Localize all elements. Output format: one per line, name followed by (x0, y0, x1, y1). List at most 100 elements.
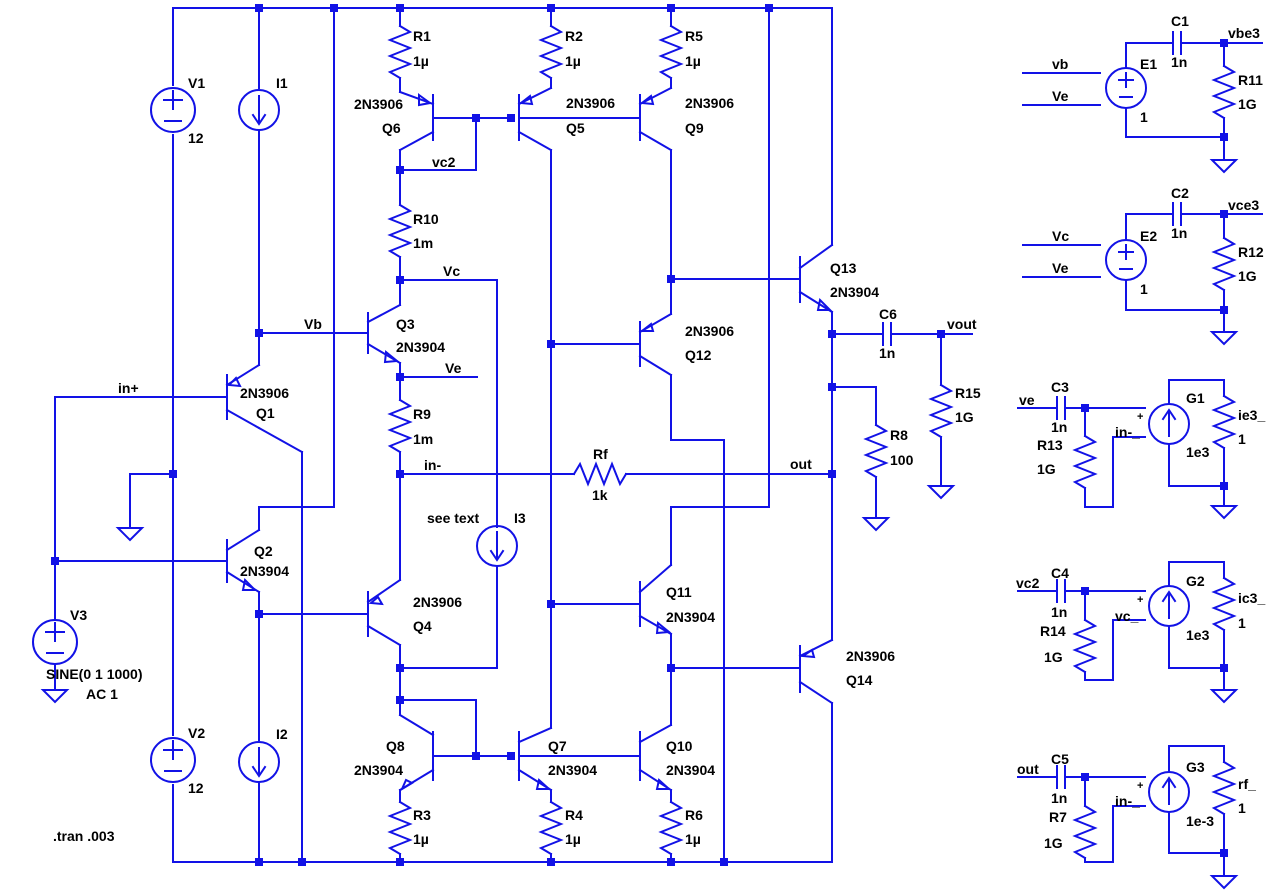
q13-label: Q13 (830, 260, 857, 276)
vcvs-e2-block: Vc Ve E2 1 C2 1n vce3 R12 1G (1022, 185, 1264, 346)
q1-label: Q1 (256, 405, 275, 421)
g3-label: G3 (1186, 759, 1205, 775)
g3-in-minus: in-_ (1115, 793, 1140, 809)
r11-label: R11 (1238, 72, 1263, 88)
ground-symbol (115, 473, 174, 542)
r1-value: 1µ (413, 53, 429, 69)
resistor-r15: R15 1G (926, 333, 981, 500)
q7-label: Q7 (548, 738, 567, 754)
resistor-r6: R6 1µ (658, 800, 703, 863)
c6-label: C6 (879, 306, 897, 322)
q5-model: 2N3906 (566, 95, 615, 111)
rf-value: 1k (592, 487, 608, 503)
v3-ac: AC 1 (86, 686, 118, 702)
e1-label: E1 (1140, 56, 1157, 72)
net-ic3: ic3_ (1238, 590, 1265, 606)
v1-value: 12 (188, 130, 204, 146)
voltage-source-v1: V1 12 (150, 75, 205, 146)
transistor-q5: 2N3906 Q5 (517, 94, 641, 729)
resistor-rf: in- Rf 1k out (399, 446, 833, 503)
g3-plus: + (1137, 780, 1143, 792)
transistor-q14: 2N3906 Q14 (670, 638, 895, 705)
q5-label: Q5 (566, 120, 585, 136)
c6-value: 1n (879, 345, 895, 361)
g2-label: G2 (1186, 573, 1205, 589)
v2-label: V2 (188, 725, 205, 741)
r7-label: R7 (1049, 809, 1067, 825)
vccs-g1-block: ve C3 1n R13 1G in-_ G1 1e3 ie3_ 1 + (1017, 379, 1265, 520)
g1-in-minus: in-_ (1115, 424, 1140, 440)
current-source-i3: see text I3 (399, 510, 526, 669)
r10-label: R10 (413, 211, 439, 227)
q4-label: Q4 (413, 618, 432, 634)
q2-label: Q2 (254, 543, 273, 559)
q3-model: 2N3904 (396, 339, 445, 355)
supply-rails (172, 7, 833, 863)
q6-label: Q6 (382, 120, 401, 136)
resistor-r8: R8 100 (831, 386, 914, 532)
r13-label: R13 (1037, 437, 1063, 453)
e2-in-vc: Vc (1052, 228, 1069, 244)
r2-value: 1µ (565, 53, 581, 69)
r10-value: 1m (413, 235, 433, 251)
vcvs-e1-block: vb Ve E1 1 C1 1n vbe3 R11 1G (1022, 13, 1263, 174)
c3-value: 1n (1051, 419, 1067, 435)
transistor-q11: Q11 2N3904 (550, 7, 770, 726)
g2-gain: 1e3 (1186, 627, 1210, 643)
q14-model: 2N3906 (846, 648, 895, 664)
c1-label: C1 (1171, 13, 1189, 29)
vccs-g3-block: out C5 1n R7 1G in-_ G3 1e-3 rf_ 1 + (1017, 745, 1256, 890)
r6-value: 1µ (685, 831, 701, 847)
c2-label: C2 (1171, 185, 1189, 201)
net-vce3: vce3 (1228, 197, 1259, 213)
q12-label: Q12 (685, 347, 712, 363)
transistor-q10: Q10 2N3904 (638, 723, 715, 803)
q10-label: Q10 (666, 738, 693, 754)
r4-value: 1µ (565, 831, 581, 847)
net-in-plus: in+ (118, 380, 139, 396)
i3-label: I3 (514, 510, 526, 526)
i2-label: I2 (276, 726, 288, 742)
q1-model: 2N3906 (240, 385, 289, 401)
c5-value: 1n (1051, 790, 1067, 806)
r14-value: 1G (1044, 649, 1063, 665)
transistor-q7: Q7 2N3904 (517, 726, 641, 803)
v3-sine: SINE(0 1 1000) (46, 666, 143, 682)
r2-label: R2 (565, 28, 583, 44)
r7-value: 1G (1044, 835, 1063, 851)
q10-model: 2N3904 (666, 762, 715, 778)
r1-label: R1 (413, 28, 431, 44)
resistor-r3: R3 1µ (387, 800, 431, 863)
r15-value: 1G (955, 409, 974, 425)
r13-value: 1G (1037, 461, 1056, 477)
tran-directive: .tran .003 (53, 828, 115, 844)
v3-label: V3 (70, 607, 87, 623)
net-rf: rf_ (1238, 776, 1256, 792)
junction-dots (51, 4, 1228, 866)
net-vbe3: vbe3 (1228, 25, 1260, 41)
g3-in-out: out (1017, 761, 1039, 777)
q6-model: 2N3906 (354, 96, 403, 112)
r12-label: R12 (1238, 244, 1264, 260)
i3-note: see text (427, 510, 479, 526)
g1-in-ve: ve (1019, 392, 1035, 408)
c3-label: C3 (1051, 379, 1069, 395)
net-vout: vout (947, 316, 977, 332)
c4-value: 1n (1051, 604, 1067, 620)
net-vb: Vb (304, 316, 322, 332)
q11-label: Q11 (666, 584, 692, 600)
transistor-q1: in+ 2N3906 Q1 (54, 332, 304, 863)
e1-gain: 1 (1140, 109, 1148, 125)
g3-gain: 1e-3 (1186, 813, 1214, 829)
r12-value: 1G (1238, 268, 1257, 284)
r5-label: R5 (685, 28, 703, 44)
q8-model: 2N3904 (354, 762, 403, 778)
voltage-source-v2: V2 12 (150, 725, 205, 796)
r11-value: 1G (1238, 96, 1257, 112)
r3-value: 1µ (413, 831, 429, 847)
transistor-q8: Q8 2N3904 (354, 713, 512, 803)
net-ve: Ve (445, 360, 462, 376)
net-in-minus: in- (424, 457, 441, 473)
transistor-q4: 2N3906 Q4 (258, 578, 462, 716)
q11-model: 2N3904 (666, 609, 715, 625)
